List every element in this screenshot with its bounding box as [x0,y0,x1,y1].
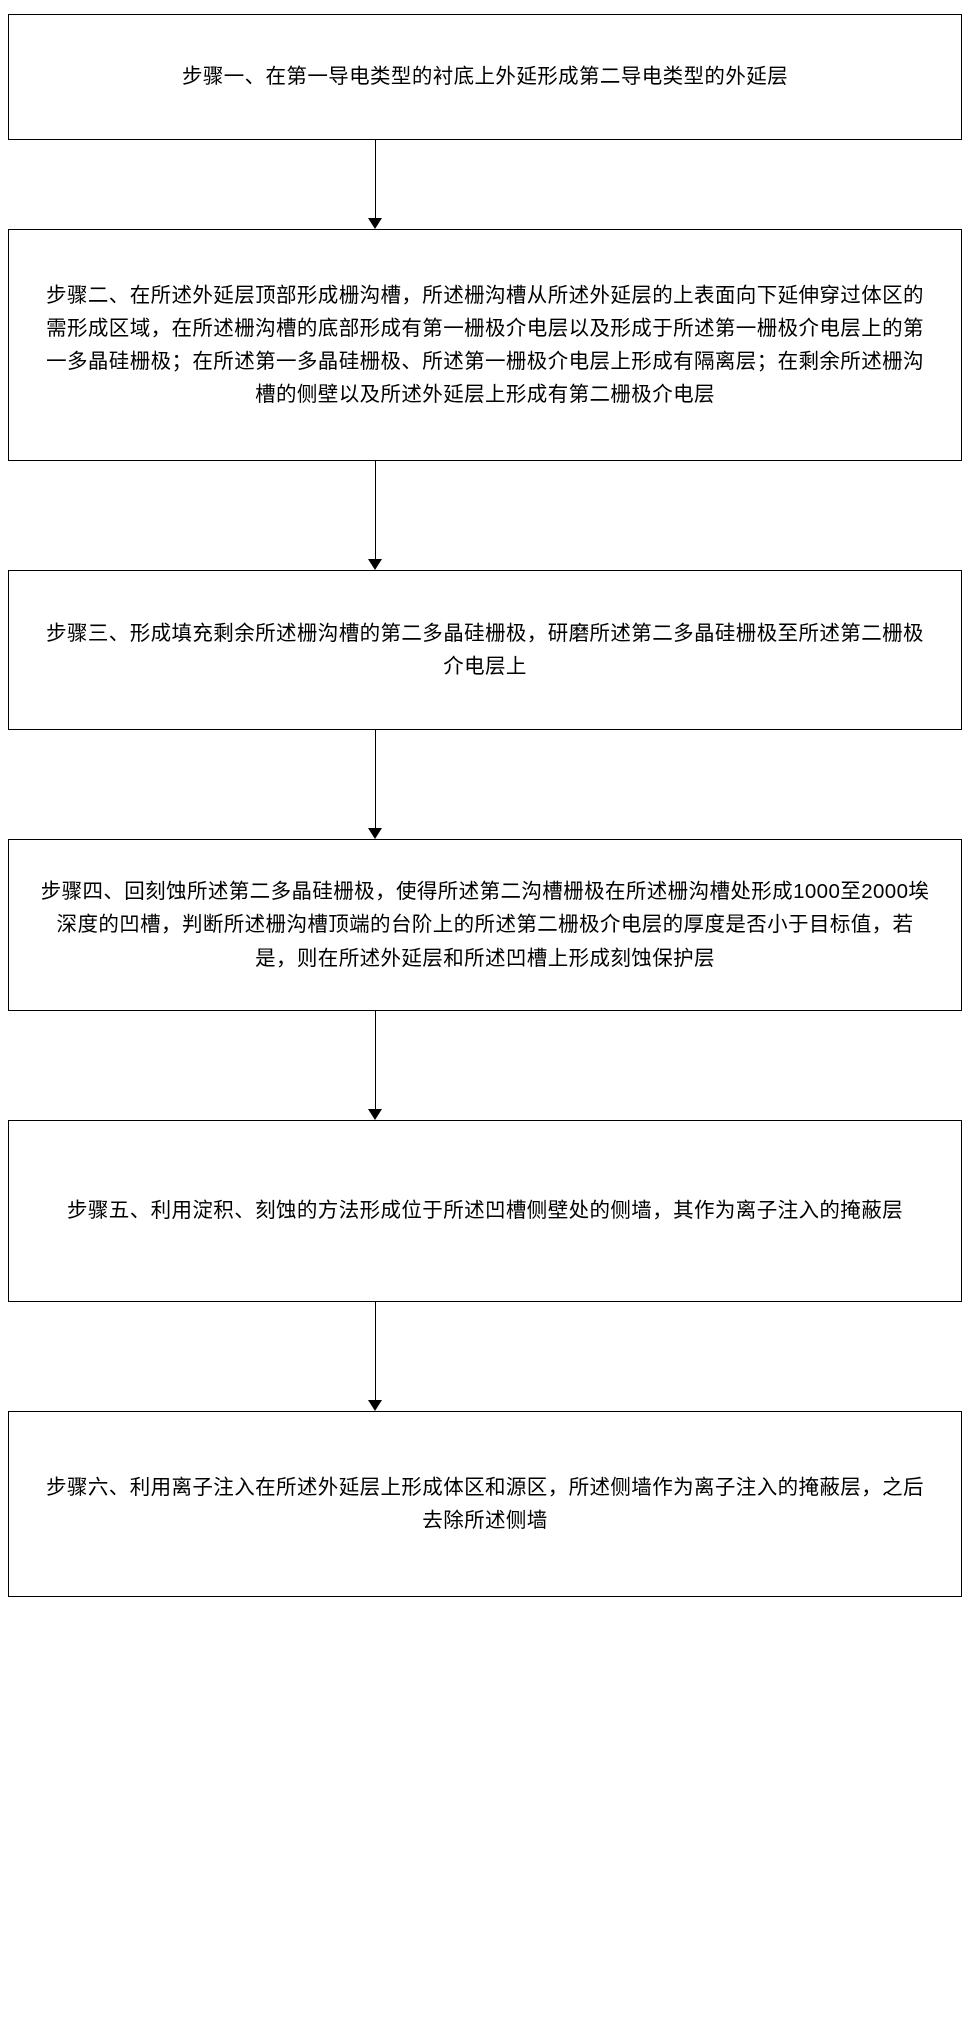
arrow-head-step-5 [368,1109,382,1120]
arrow-head-step-3 [368,559,382,570]
flowchart-step-4-label: 步骤四、回刻蚀所述第二多晶硅栅极，使得所述第二沟槽栅极在所述栅沟槽处形成1000… [40,880,930,970]
arrow-head-step-6 [368,1400,382,1411]
flowchart-step-3: 步骤三、形成填充剩余所述栅沟槽的第二多晶硅栅极，研磨所述第二多晶硅栅极至所述第二… [8,570,962,730]
connector-step-2-to-step-3 [375,461,376,561]
connector-step-3-to-step-4 [375,730,376,830]
flowchart-step-2: 步骤二、在所述外延层顶部形成栅沟槽，所述栅沟槽从所述外延层的上表面向下延伸穿过体… [8,229,962,461]
flowchart-step-2-label: 步骤二、在所述外延层顶部形成栅沟槽，所述栅沟槽从所述外延层的上表面向下延伸穿过体… [46,283,924,407]
arrow-head-step-2 [368,218,382,229]
flowchart-step-6-label: 步骤六、利用离子注入在所述外延层上形成体区和源区，所述侧墙作为离子注入的掩蔽层，… [46,1475,924,1532]
flowchart-step-6: 步骤六、利用离子注入在所述外延层上形成体区和源区，所述侧墙作为离子注入的掩蔽层，… [8,1411,962,1597]
flowchart-step-1: 步骤一、在第一导电类型的衬底上外延形成第二导电类型的外延层 [8,14,962,140]
arrow-head-step-4 [368,828,382,839]
connector-step-1-to-step-2 [375,140,376,220]
flowchart-step-1-label: 步骤一、在第一导电类型的衬底上外延形成第二导电类型的外延层 [181,65,789,89]
flowchart-step-5-label: 步骤五、利用淀积、刻蚀的方法形成位于所述凹槽侧壁处的侧墙，其作为离子注入的掩蔽层 [67,1199,903,1223]
flowchart-step-5: 步骤五、利用淀积、刻蚀的方法形成位于所述凹槽侧壁处的侧墙，其作为离子注入的掩蔽层 [8,1120,962,1302]
connector-step-4-to-step-5 [375,1011,376,1111]
flowchart-step-3-label: 步骤三、形成填充剩余所述栅沟槽的第二多晶硅栅极，研磨所述第二多晶硅栅极至所述第二… [46,621,924,678]
connector-step-5-to-step-6 [375,1302,376,1402]
flowchart-step-4: 步骤四、回刻蚀所述第二多晶硅栅极，使得所述第二沟槽栅极在所述栅沟槽处形成1000… [8,839,962,1011]
